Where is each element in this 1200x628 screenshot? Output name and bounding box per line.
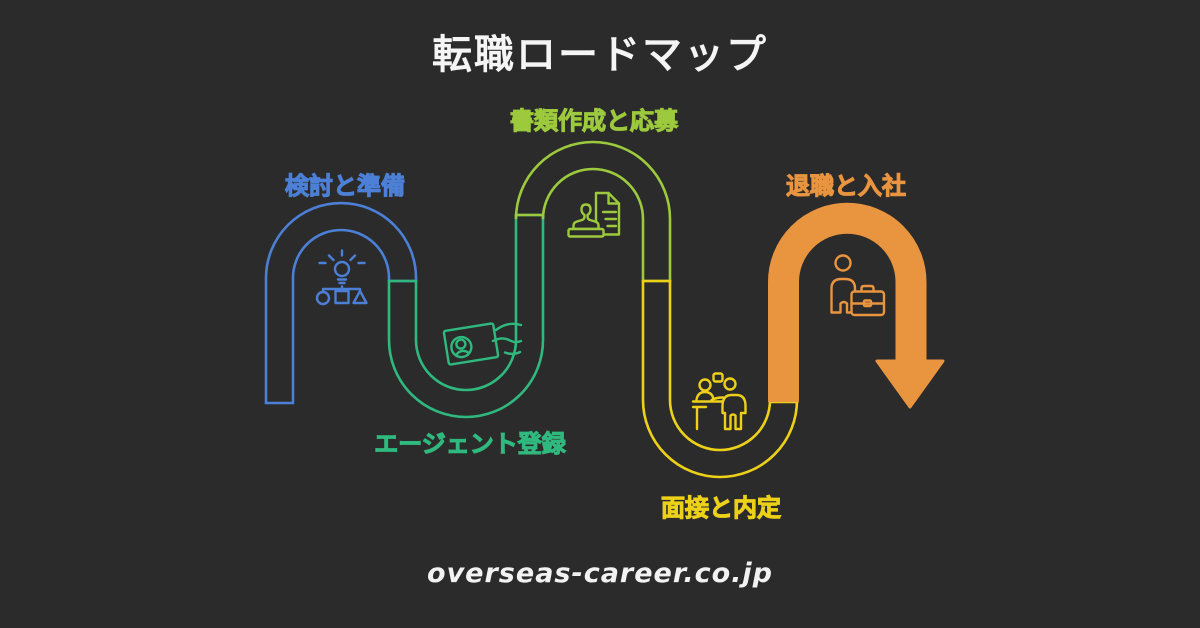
road-path-1 [264, 201, 418, 405]
arrow-head [875, 359, 945, 409]
road-path-5 [768, 202, 927, 402]
road-segment-4: 面接と内定 [641, 279, 799, 523]
road-path-4 [641, 279, 799, 479]
road-path-3 [514, 140, 672, 283]
road-segment-3: 書類作成と応募 [510, 107, 679, 283]
step-label-1: 検討と準備 [285, 172, 405, 200]
step-label-3: 書類作成と応募 [510, 107, 679, 135]
interview-icon [691, 372, 747, 431]
step-label-5: 退職と入社 [786, 172, 906, 200]
step-label-4: 面接と内定 [661, 494, 781, 522]
id-card-hand-icon [442, 322, 523, 366]
step-label-2: エージェント登録 [374, 430, 567, 458]
person-briefcase-icon [830, 254, 886, 317]
road-segment-5: 退職と入社 [768, 172, 945, 409]
road-segment-1: 検討と準備 [264, 172, 418, 405]
idea-options-icon [315, 249, 368, 306]
site-url: overseas-career.co.jp [427, 558, 773, 589]
road-path-2 [387, 213, 545, 419]
document-stamp-icon [567, 191, 621, 238]
page-title: 転職ロードマップ [432, 32, 768, 78]
road-segment-2: エージェント登録 [374, 213, 567, 459]
